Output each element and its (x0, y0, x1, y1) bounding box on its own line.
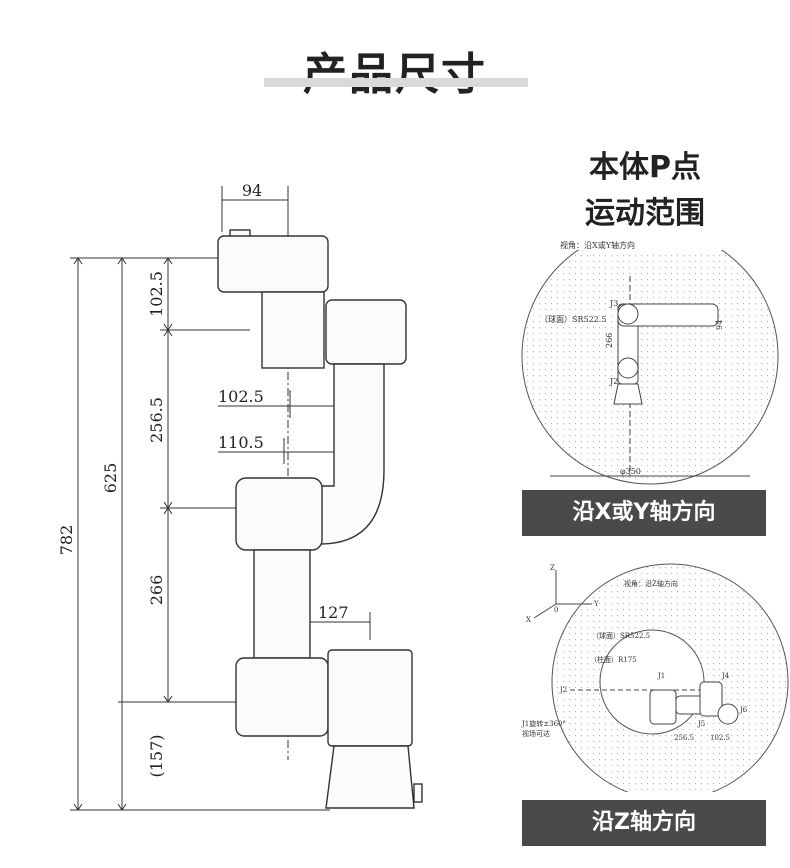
dim-782-vertical: 782 (57, 525, 76, 556)
dim-102-5-vertical: 102.5 (147, 271, 166, 317)
range-title-line2: 运动范围 (585, 196, 705, 231)
xy-view-label: 视角：沿X或Y轴方向 (560, 240, 635, 250)
z-j4-label: J4 (721, 672, 730, 680)
xy-dim-266: 266 (605, 333, 614, 348)
z-sphere-label: （球面）SR522.5 (592, 631, 650, 640)
z-j5-label: J5 (697, 720, 705, 728)
dim-625-vertical: 625 (101, 463, 120, 494)
z-range-diagram: Z Y X 0 视角：沿Z轴方向 （球面）SR522.5 （柱面）R175 J1… (521, 563, 789, 792)
xy-dim-94: 94 (715, 320, 724, 330)
z-dim-102-5: 102.5 (710, 734, 730, 742)
z-axis-o: 0 (554, 606, 558, 614)
xy-j3-label: J3 (609, 299, 618, 308)
xy-caption: 沿X或Y轴方向 (522, 490, 766, 536)
xy-dim-diameter: φ350 (620, 467, 641, 476)
xy-j2-label: J2 (609, 377, 618, 386)
dim-top-width: 94 (242, 181, 262, 200)
z-axis-y: Y (593, 600, 599, 608)
page-title: 产品尺寸 (303, 49, 487, 100)
z-j6-label: J6 (739, 706, 748, 714)
z-caption: 沿Z轴方向 (522, 800, 766, 846)
dim-127-horizontal: 127 (318, 603, 349, 622)
z-dim-256-5: 256.5 (674, 734, 694, 742)
z-axis-x: X (526, 616, 531, 624)
xy-range-diagram: 视角：沿X或Y轴方向 （球面）SR522.5 J3 J2 94 266 φ350 (521, 240, 779, 485)
range-title-line1: 本体P点 (589, 150, 701, 185)
dim-256-5-vertical: 256.5 (147, 397, 166, 443)
dim-110-5-horizontal: 110.5 (218, 433, 264, 452)
z-j1-note-2: 视场可达 (522, 729, 550, 738)
robot-dimension-drawing: 94 102.5 110.5 127 102.5 256.5 266 (157)… (57, 181, 423, 811)
dim-157-vertical: (157) (147, 734, 166, 777)
z-cyl-label: （柱面）R175 (590, 655, 637, 664)
z-j1-label: J1 (657, 672, 665, 680)
z-view-label: 视角：沿Z轴方向 (624, 579, 678, 588)
dim-266-vertical: 266 (147, 575, 166, 606)
dim-102-5-horizontal: 102.5 (218, 387, 264, 406)
z-j1-note-1: J1旋转±360° (521, 719, 566, 728)
title-underline (264, 78, 528, 87)
xy-sphere-label: （球面）SR522.5 (540, 314, 606, 324)
z-axis-z: Z (550, 564, 555, 572)
z-j2-label: J2 (559, 686, 567, 694)
